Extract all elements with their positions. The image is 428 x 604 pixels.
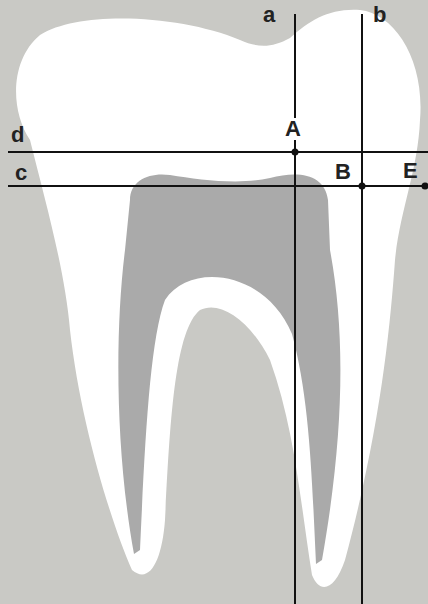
line-b bbox=[361, 14, 363, 604]
point-dot bbox=[422, 183, 428, 190]
line-d bbox=[8, 151, 428, 153]
point-dot bbox=[292, 149, 299, 156]
point-label: c bbox=[14, 162, 28, 184]
point-label: B bbox=[334, 161, 352, 183]
pulp bbox=[118, 174, 340, 564]
point-label: a bbox=[262, 4, 276, 26]
point-label: d bbox=[10, 124, 25, 146]
point-label: A bbox=[284, 118, 302, 140]
point-label: E bbox=[402, 160, 419, 182]
point-dot bbox=[359, 183, 366, 190]
point-label: b bbox=[372, 4, 387, 26]
line-a bbox=[294, 14, 296, 604]
tooth-outline bbox=[16, 10, 420, 587]
